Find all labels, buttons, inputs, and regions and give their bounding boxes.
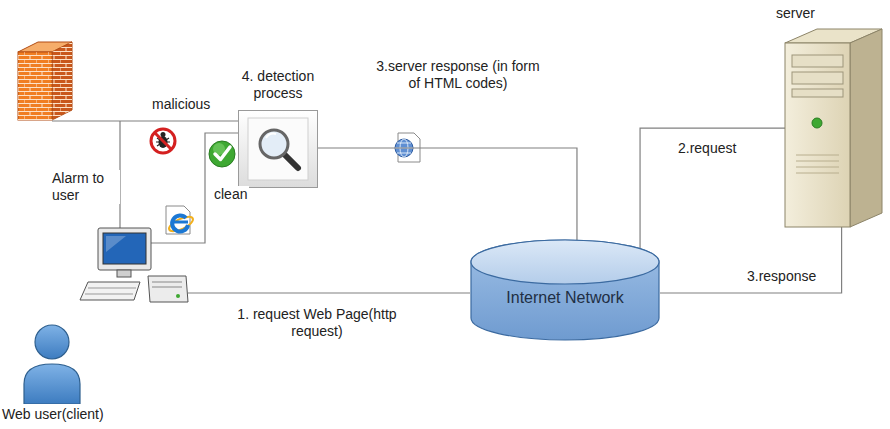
detection-box-shape-part: [260, 130, 288, 158]
firewall-icon-part: [52, 42, 72, 120]
computer-icon-part: [152, 282, 182, 287]
network-cylinder-shape-part: [471, 240, 659, 284]
path-label: malicious: [150, 96, 212, 113]
request-line: [188, 292, 470, 293]
firewall-icon-part: [18, 52, 52, 120]
computer-icon-part: [98, 228, 151, 270]
network-cylinder-shape-part: [471, 240, 659, 340]
path-label: 1. request Web Page(http request): [218, 306, 416, 340]
connector: [318, 148, 577, 240]
server-tower-shape-part: [812, 118, 822, 128]
server-tower-shape: [772, 5, 888, 230]
check-icon-part: [209, 141, 235, 167]
connector: [660, 227, 842, 293]
computer-icon-part: [103, 233, 146, 264]
web-user-shape: [12, 322, 92, 404]
server-tower-shape-part: [792, 89, 843, 97]
web-user: Web user(client): [2, 322, 127, 423]
computer-icon-part: [85, 288, 136, 294]
computer-icon: [80, 228, 188, 302]
computer-icon-part: [106, 236, 126, 252]
firewall-icon: [18, 42, 72, 120]
malicious-line: [52, 120, 238, 121]
firewall-icon-part: [18, 52, 52, 120]
firewall-icon-part: [52, 42, 72, 120]
node-text: server: [776, 5, 815, 22]
web-user-shape-part: [24, 364, 80, 404]
server-tower-shape-part: [796, 155, 839, 173]
computer-icon-part: [117, 270, 131, 277]
computer-icon-part: [148, 276, 188, 302]
server-tower-shape-part: [792, 55, 843, 67]
detection-box-shape-part: [239, 111, 318, 188]
edge-label: 2.request: [676, 140, 738, 157]
connector: [640, 128, 785, 249]
network-cylinder: Internet Network: [470, 238, 668, 342]
check-icon: [209, 141, 235, 167]
edge-label: 3.server response (in form of HTML codes…: [368, 58, 548, 92]
edge-label: 3.response: [745, 268, 818, 285]
computer-icon-part: [80, 282, 140, 300]
server-tower-shape-part: [785, 43, 850, 227]
node-text: Internet Network: [470, 288, 660, 307]
path-label: clean: [212, 186, 249, 203]
blocked-bug-icon-part: [161, 132, 166, 137]
web-page-icon: [166, 206, 195, 234]
flow-line: [52, 121, 470, 293]
check-icon-part: [215, 147, 230, 160]
server-tower-shape-part: [792, 72, 843, 84]
node-text: 4. detection process: [236, 68, 320, 102]
web-page-icon-part: [174, 221, 188, 224]
detection-box-shape: [238, 110, 318, 188]
detection-box-shape-part: [248, 118, 308, 180]
blocked-bug-icon-part: [155, 133, 172, 150]
server-tower: server: [772, 5, 888, 230]
server-tower-shape-part: [850, 29, 882, 227]
web-page-icon-part: [172, 215, 188, 231]
web-page-icon-part: [167, 214, 195, 234]
computer-icon-part: [176, 294, 180, 298]
blocked-bug-icon: [151, 129, 175, 153]
blocked-bug-icon-part: [151, 129, 175, 153]
detection-box-shape-part: [266, 134, 276, 138]
web-user-shape-part: [35, 325, 69, 359]
path-label: Alarm to user: [50, 170, 120, 204]
detection-box-shape-part: [284, 154, 298, 168]
node-text: Web user(client): [2, 406, 127, 423]
detection-box: 4. detection process: [236, 62, 320, 188]
